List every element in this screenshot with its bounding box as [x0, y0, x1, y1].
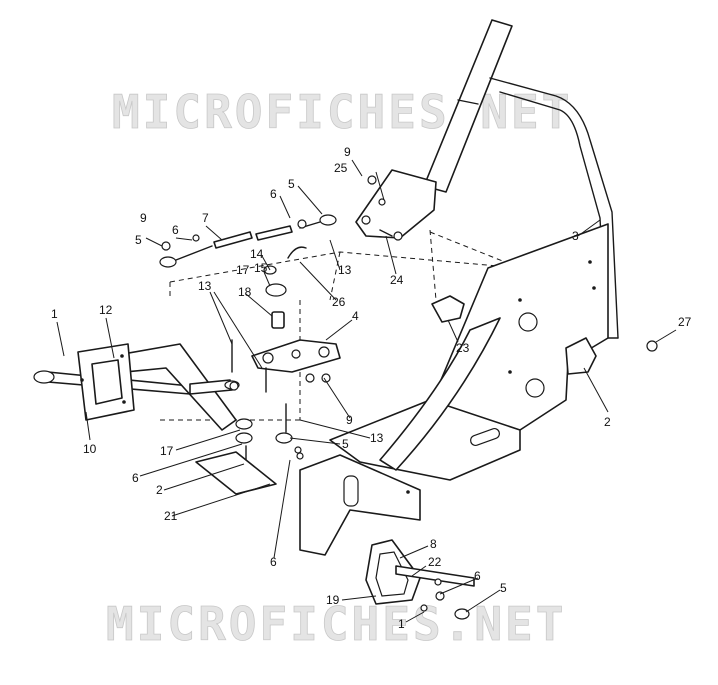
callout-17: 17	[160, 444, 174, 458]
callout-13: 13	[370, 431, 384, 445]
callout-labels: 1 12 10 5 9 6 7 6 5 17 14 15 18 13 9 25 …	[51, 145, 692, 631]
callout-25: 25	[334, 161, 348, 175]
callout-13: 13	[198, 279, 212, 293]
callout-6: 6	[270, 555, 277, 569]
chassis	[160, 223, 609, 556]
callout-1: 1	[398, 617, 405, 631]
callout-19: 19	[326, 593, 340, 607]
callout-6: 6	[132, 471, 139, 485]
panel-hole	[518, 312, 538, 332]
callout-5: 5	[288, 177, 295, 191]
callout-6: 6	[270, 187, 277, 201]
tie-rod	[159, 214, 337, 268]
callout-5: 5	[135, 233, 142, 247]
callout-9: 9	[140, 211, 147, 225]
callout-2: 2	[604, 415, 611, 429]
linkage-plate	[189, 339, 341, 395]
callout-1: 1	[51, 307, 58, 321]
callout-7: 7	[202, 211, 209, 225]
callout-22: 22	[428, 555, 442, 569]
callout-13: 13	[338, 263, 352, 277]
callout-17: 17	[236, 263, 250, 277]
callout-18: 18	[238, 285, 252, 299]
callout-5: 5	[342, 437, 349, 451]
callout-27: 27	[678, 315, 692, 329]
steering-shaft	[33, 343, 237, 431]
steering-column	[423, 19, 513, 193]
callout-3: 3	[572, 229, 579, 243]
callout-12: 12	[99, 303, 113, 317]
callout-24: 24	[390, 273, 404, 287]
callout-6: 6	[474, 569, 481, 583]
steering-bracket	[355, 169, 437, 241]
callout-9: 9	[346, 413, 353, 427]
watermark-bottom: MICROFICHES.NET	[106, 597, 566, 651]
callout-5: 5	[500, 581, 507, 595]
leader-lines	[56, 159, 677, 623]
hardware	[161, 175, 658, 612]
callout-15: 15	[254, 261, 268, 275]
callout-26: 26	[332, 295, 346, 309]
callout-9: 9	[344, 145, 351, 159]
callout-23: 23	[456, 341, 470, 355]
pivot-bracket	[365, 539, 475, 620]
callout-4: 4	[352, 309, 359, 323]
callout-21: 21	[164, 509, 178, 523]
callout-2: 2	[156, 483, 163, 497]
callout-6: 6	[172, 223, 179, 237]
callout-8: 8	[430, 537, 437, 551]
panel-hole	[525, 378, 545, 398]
callout-14: 14	[250, 247, 264, 261]
watermark-top: MICROFICHES.NET	[112, 85, 572, 139]
callout-10: 10	[83, 442, 97, 456]
